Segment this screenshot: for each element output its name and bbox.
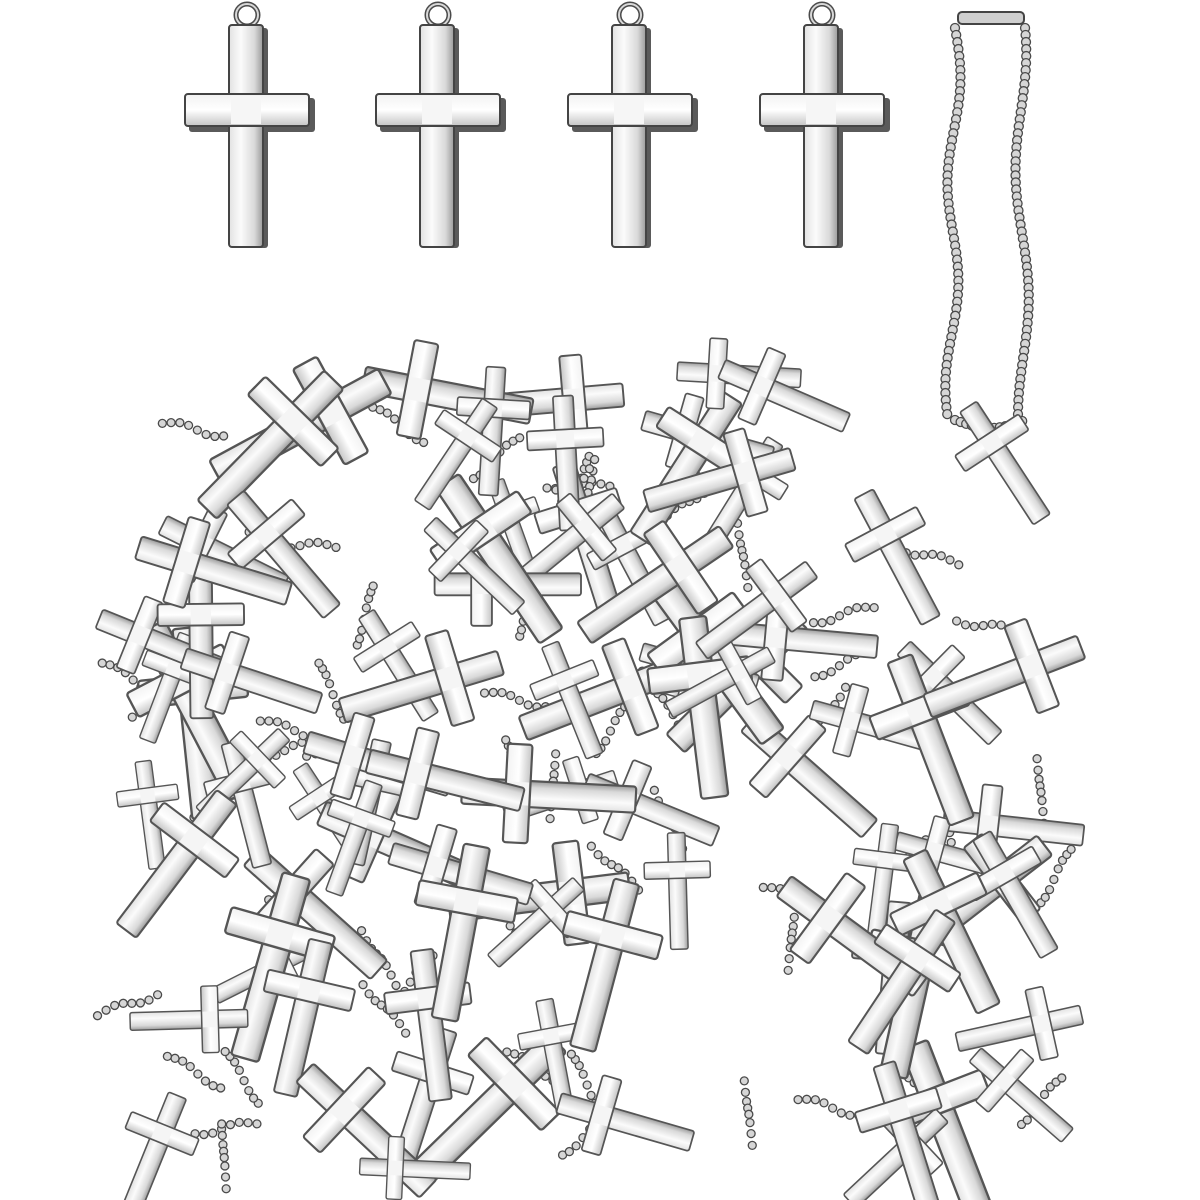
- cross-pendant-pile-icon: [83, 330, 1099, 1200]
- ball-chain-icon: [940, 11, 1034, 434]
